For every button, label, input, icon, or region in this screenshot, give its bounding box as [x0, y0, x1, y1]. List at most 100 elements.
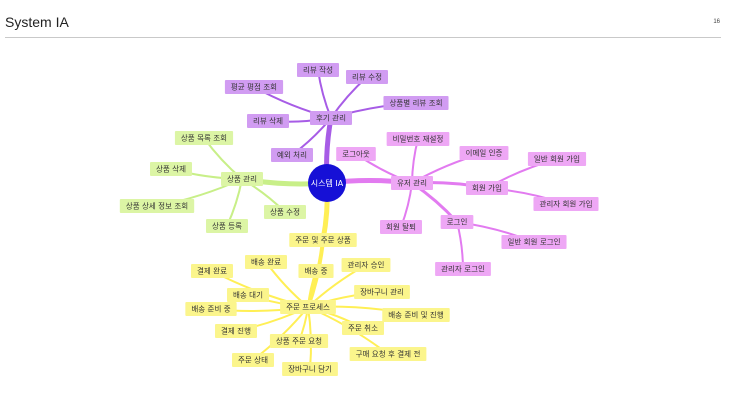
mindmap-node-label: 주문 및 주문 상품	[295, 235, 351, 245]
mindmap-node-label: 로그아웃	[342, 149, 370, 159]
mindmap-node: 리뷰 수정	[346, 70, 388, 84]
mindmap-node-label: 회원 가입	[472, 184, 502, 193]
mindmap-node: 관리자 회원 가입	[533, 197, 599, 211]
page-number: 16	[713, 19, 720, 25]
mindmap-node-label: 상품 수정	[270, 207, 300, 217]
mindmap-node-box	[342, 321, 384, 335]
mindmap-node-label: 주문 프로세스	[286, 303, 330, 312]
mindmap-node-label: 관리자 로그인	[441, 264, 485, 274]
mindmap-node-box	[346, 70, 388, 84]
mindmap-node: 결제 진행	[215, 324, 257, 338]
mindmap-node: 배송 준비 및 진행	[382, 308, 450, 322]
header-divider	[5, 37, 721, 38]
mindmap-node-box	[310, 111, 352, 125]
mindmap-node-label: 관리자 회원 가입	[539, 199, 592, 209]
mindmap-node-label: 비밀번호 재설정	[393, 134, 444, 144]
mindmap-node-label: 상품 삭제	[156, 164, 186, 174]
page-title: System IA	[5, 14, 69, 30]
mindmap-node: 로그인	[440, 215, 474, 229]
mindmap-node-label: 일반 회원 로그인	[507, 237, 560, 247]
mindmap-node: 회원 탈퇴	[380, 220, 422, 234]
mindmap-node-box	[435, 262, 491, 276]
mindmap-node: 상품 삭제	[150, 162, 192, 176]
mindmap-node-label: 회원 탈퇴	[386, 223, 416, 232]
mindmap-node-box	[224, 80, 284, 94]
mindmap-node-box	[501, 235, 567, 249]
mindmap-node-box	[232, 353, 274, 367]
mindmap-node-box	[150, 162, 192, 176]
mindmap-node: 배송 완료	[245, 255, 287, 269]
mindmap-node-label: 일반 회원 가입	[534, 155, 580, 164]
mindmap-node-box	[533, 197, 599, 211]
mindmap-node: 구매 요청 후 결제 전	[349, 347, 427, 361]
mindmap-node: 유저 관리	[391, 176, 433, 190]
mindmap-node: 후기 관리	[310, 111, 352, 125]
mindmap-node: 일반 회원 로그인	[501, 235, 567, 249]
leaf-link	[252, 306, 309, 361]
mindmap-node: 상품 목록 조회	[174, 131, 234, 145]
mindmap-node-label: 결제 완료	[197, 266, 227, 276]
mindmap-node-box	[440, 215, 474, 229]
mindmap-node-box	[297, 63, 339, 77]
mindmap-node-box	[245, 255, 287, 269]
mindmap-node-label: 결제 진행	[221, 326, 251, 336]
mindmap-node: 관리자 로그인	[435, 262, 491, 276]
mindmap-node: 결제 완료	[191, 264, 233, 278]
mindmap-node-box	[349, 347, 427, 361]
mindmap-node: 상품 주문 요청	[269, 334, 329, 348]
mindmap-node-label: 장바구니 담기	[288, 364, 332, 374]
mindmap-node-box	[247, 114, 289, 128]
mindmap-node-box	[280, 300, 336, 314]
mindmap-node-label: 배송 대기	[233, 291, 263, 300]
mindmap-node: 예외 처리	[271, 148, 313, 162]
mindmap-node: 배송 중	[298, 264, 334, 278]
leaf-link	[226, 178, 243, 227]
mindmap-node-label: 이메일 인증	[466, 148, 503, 158]
mindmap-node: 리뷰 작성	[297, 63, 339, 77]
mindmap-node-label: 상품 상세 정보 조회	[126, 201, 188, 211]
leaf-link	[317, 69, 332, 119]
mindmap-node: 상품별 리뷰 조회	[383, 96, 449, 110]
mindmap-node-label: 리뷰 수정	[352, 72, 382, 82]
mindmap-node-label: 상품 등록	[212, 221, 242, 231]
mindmap-node: 상품 관리	[221, 172, 263, 186]
page-header: System IA 16	[0, 0, 734, 40]
mindmap-node-box	[271, 148, 313, 162]
mindmap-node: 장바구니 관리	[354, 285, 410, 299]
mindmap-center-label: 시스템 IA	[311, 178, 344, 188]
mindmap-node-box	[354, 285, 410, 299]
mindmap-node-box	[282, 362, 338, 376]
mindmap-node-box	[341, 258, 391, 272]
mindmap-node-box	[215, 324, 257, 338]
mindmap-node: 주문 및 주문 상품	[289, 233, 357, 247]
mindmap-node-box	[391, 176, 433, 190]
mindmap-node-label: 배송 준비 중	[191, 305, 230, 314]
mindmap-center-circle	[308, 164, 346, 202]
mindmap-node-box	[221, 172, 263, 186]
mindmap-node: 일반 회원 가입	[527, 152, 587, 166]
mindmap-node-label: 주문 상태	[238, 355, 268, 365]
mindmap-node: 비밀번호 재설정	[386, 132, 450, 146]
mindmap-node: 상품 등록	[206, 219, 248, 233]
mindmap-node-box	[119, 199, 195, 213]
mindmap-node: 리뷰 삭제	[247, 114, 289, 128]
mindmap-node: 이메일 인증	[459, 146, 509, 160]
mindmap-node-box	[185, 302, 237, 316]
mindmap-node: 주문 프로세스	[280, 300, 336, 314]
mindmap-node: 평균 평점 조회	[224, 80, 284, 94]
mindmap-node-label: 리뷰 삭제	[253, 116, 283, 126]
mindmap-node-box	[336, 147, 376, 161]
mindmap-node: 상품 상세 정보 조회	[119, 199, 195, 213]
mindmap-node-label: 유저 관리	[397, 178, 427, 188]
mindmap-node: 배송 준비 중	[185, 302, 237, 316]
mindmap-node: 주문 취소	[342, 321, 384, 335]
mindmap-node-label: 상품 주문 요청	[276, 336, 322, 346]
mindmap-node-label: 예외 처리	[277, 150, 307, 160]
mindmap-node-label: 상품 관리	[227, 174, 257, 184]
mindmap-node: 장바구니 담기	[282, 362, 338, 376]
mindmap-node-label: 구매 요청 후 결제 전	[356, 349, 421, 359]
mindmap-node-label: 상품별 리뷰 조회	[389, 98, 442, 108]
mindmap-node-box	[459, 146, 509, 160]
mindmap-node: 주문 상태	[232, 353, 274, 367]
